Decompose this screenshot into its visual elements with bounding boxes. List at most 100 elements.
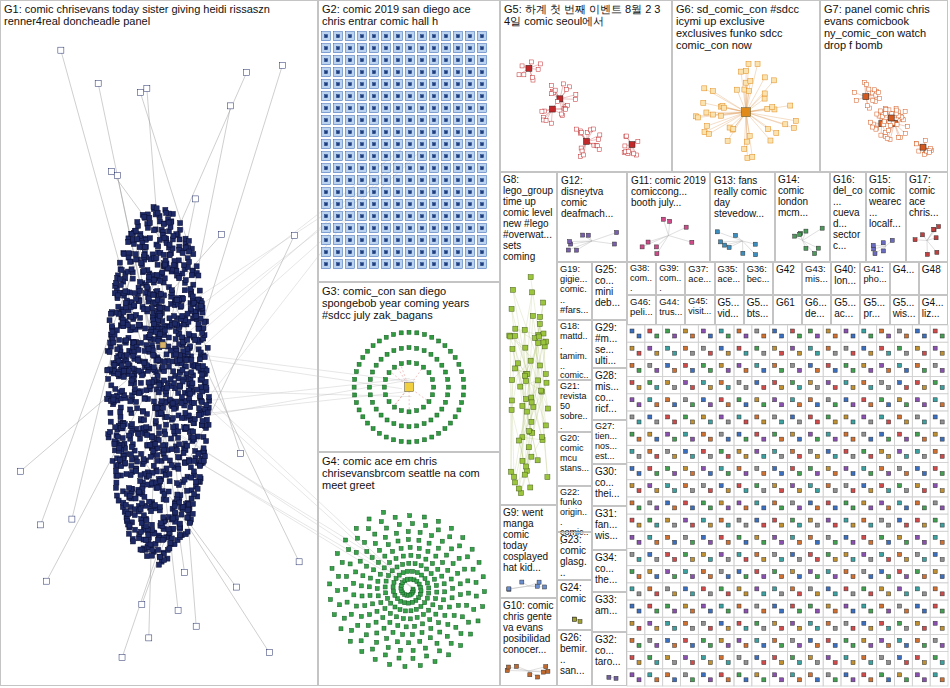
cell-box <box>895 480 913 497</box>
cell-box <box>681 428 699 445</box>
cell-box <box>805 669 823 686</box>
cell-box <box>663 669 681 686</box>
cell-box <box>770 445 788 462</box>
cell-box <box>716 480 734 497</box>
cell-box <box>663 566 681 583</box>
cell-box <box>627 566 645 583</box>
cell-box <box>716 617 734 634</box>
cell-box <box>663 634 681 651</box>
cell-box <box>841 325 859 342</box>
cell-box <box>823 480 841 497</box>
cell-box <box>823 566 841 583</box>
cell-box <box>681 514 699 531</box>
cell-box <box>823 445 841 462</box>
cell-box <box>805 617 823 634</box>
cell-box <box>698 548 716 565</box>
cell-box <box>770 583 788 600</box>
cell-box <box>645 652 663 669</box>
cell-box <box>716 566 734 583</box>
cell-box <box>877 497 895 514</box>
cell-box <box>877 342 895 359</box>
cell-box <box>788 325 806 342</box>
cell-box <box>912 566 930 583</box>
cell-box <box>877 359 895 376</box>
cell-box <box>716 463 734 480</box>
cell-box <box>805 359 823 376</box>
cell-box <box>788 377 806 394</box>
cell-box <box>805 583 823 600</box>
cell-box <box>770 325 788 342</box>
cell-box <box>859 411 877 428</box>
cell-box <box>681 617 699 634</box>
cell-box <box>895 634 913 651</box>
cell-box <box>681 411 699 428</box>
cell-box <box>627 514 645 531</box>
cell-box <box>841 548 859 565</box>
cell-box <box>823 411 841 428</box>
cell-box <box>930 514 948 531</box>
cell-box <box>698 497 716 514</box>
cell-box <box>627 583 645 600</box>
cell-box <box>770 669 788 686</box>
cell-box <box>930 566 948 583</box>
cell-box <box>752 377 770 394</box>
cell-box <box>859 394 877 411</box>
cell-box <box>770 359 788 376</box>
cell-box <box>627 463 645 480</box>
cell-box <box>698 566 716 583</box>
cell-box <box>823 652 841 669</box>
cell-box <box>752 411 770 428</box>
cell-box <box>877 377 895 394</box>
cell-box <box>770 600 788 617</box>
cell-box <box>841 652 859 669</box>
cell-box <box>912 394 930 411</box>
cell-box <box>681 463 699 480</box>
cell-box <box>859 342 877 359</box>
cell-box <box>788 634 806 651</box>
cell-box <box>698 514 716 531</box>
cell-box <box>752 566 770 583</box>
cell-box <box>912 514 930 531</box>
cell-box <box>770 634 788 651</box>
cell-box <box>788 652 806 669</box>
cell-box <box>930 394 948 411</box>
cell-box <box>823 600 841 617</box>
cell-box <box>627 652 645 669</box>
cell-box <box>627 325 645 342</box>
cell-box <box>734 514 752 531</box>
cell-box <box>841 634 859 651</box>
cell-box <box>805 548 823 565</box>
cell-box <box>841 531 859 548</box>
cell-box <box>698 428 716 445</box>
cell-box <box>645 617 663 634</box>
cell-box <box>877 463 895 480</box>
cell-box <box>805 377 823 394</box>
cell-box <box>663 617 681 634</box>
cell-box <box>841 411 859 428</box>
cell-box <box>698 325 716 342</box>
cell-box <box>716 359 734 376</box>
cell-box <box>805 634 823 651</box>
cell-box <box>752 669 770 686</box>
cell-box <box>698 411 716 428</box>
cell-box <box>627 669 645 686</box>
cell-box <box>716 548 734 565</box>
cell-box <box>770 566 788 583</box>
cell-box <box>716 669 734 686</box>
cell-box <box>895 531 913 548</box>
cell-box <box>930 480 948 497</box>
cell-box <box>823 428 841 445</box>
cell-box <box>823 617 841 634</box>
cell-box <box>716 600 734 617</box>
cell-box <box>895 359 913 376</box>
cell-box <box>841 583 859 600</box>
cell-box <box>877 652 895 669</box>
cell-box <box>752 359 770 376</box>
cell-box <box>930 548 948 565</box>
cell-box <box>895 342 913 359</box>
cell-box <box>895 428 913 445</box>
cell-box <box>752 514 770 531</box>
cell-box <box>734 634 752 651</box>
cell-box <box>627 377 645 394</box>
cell-box <box>841 669 859 686</box>
